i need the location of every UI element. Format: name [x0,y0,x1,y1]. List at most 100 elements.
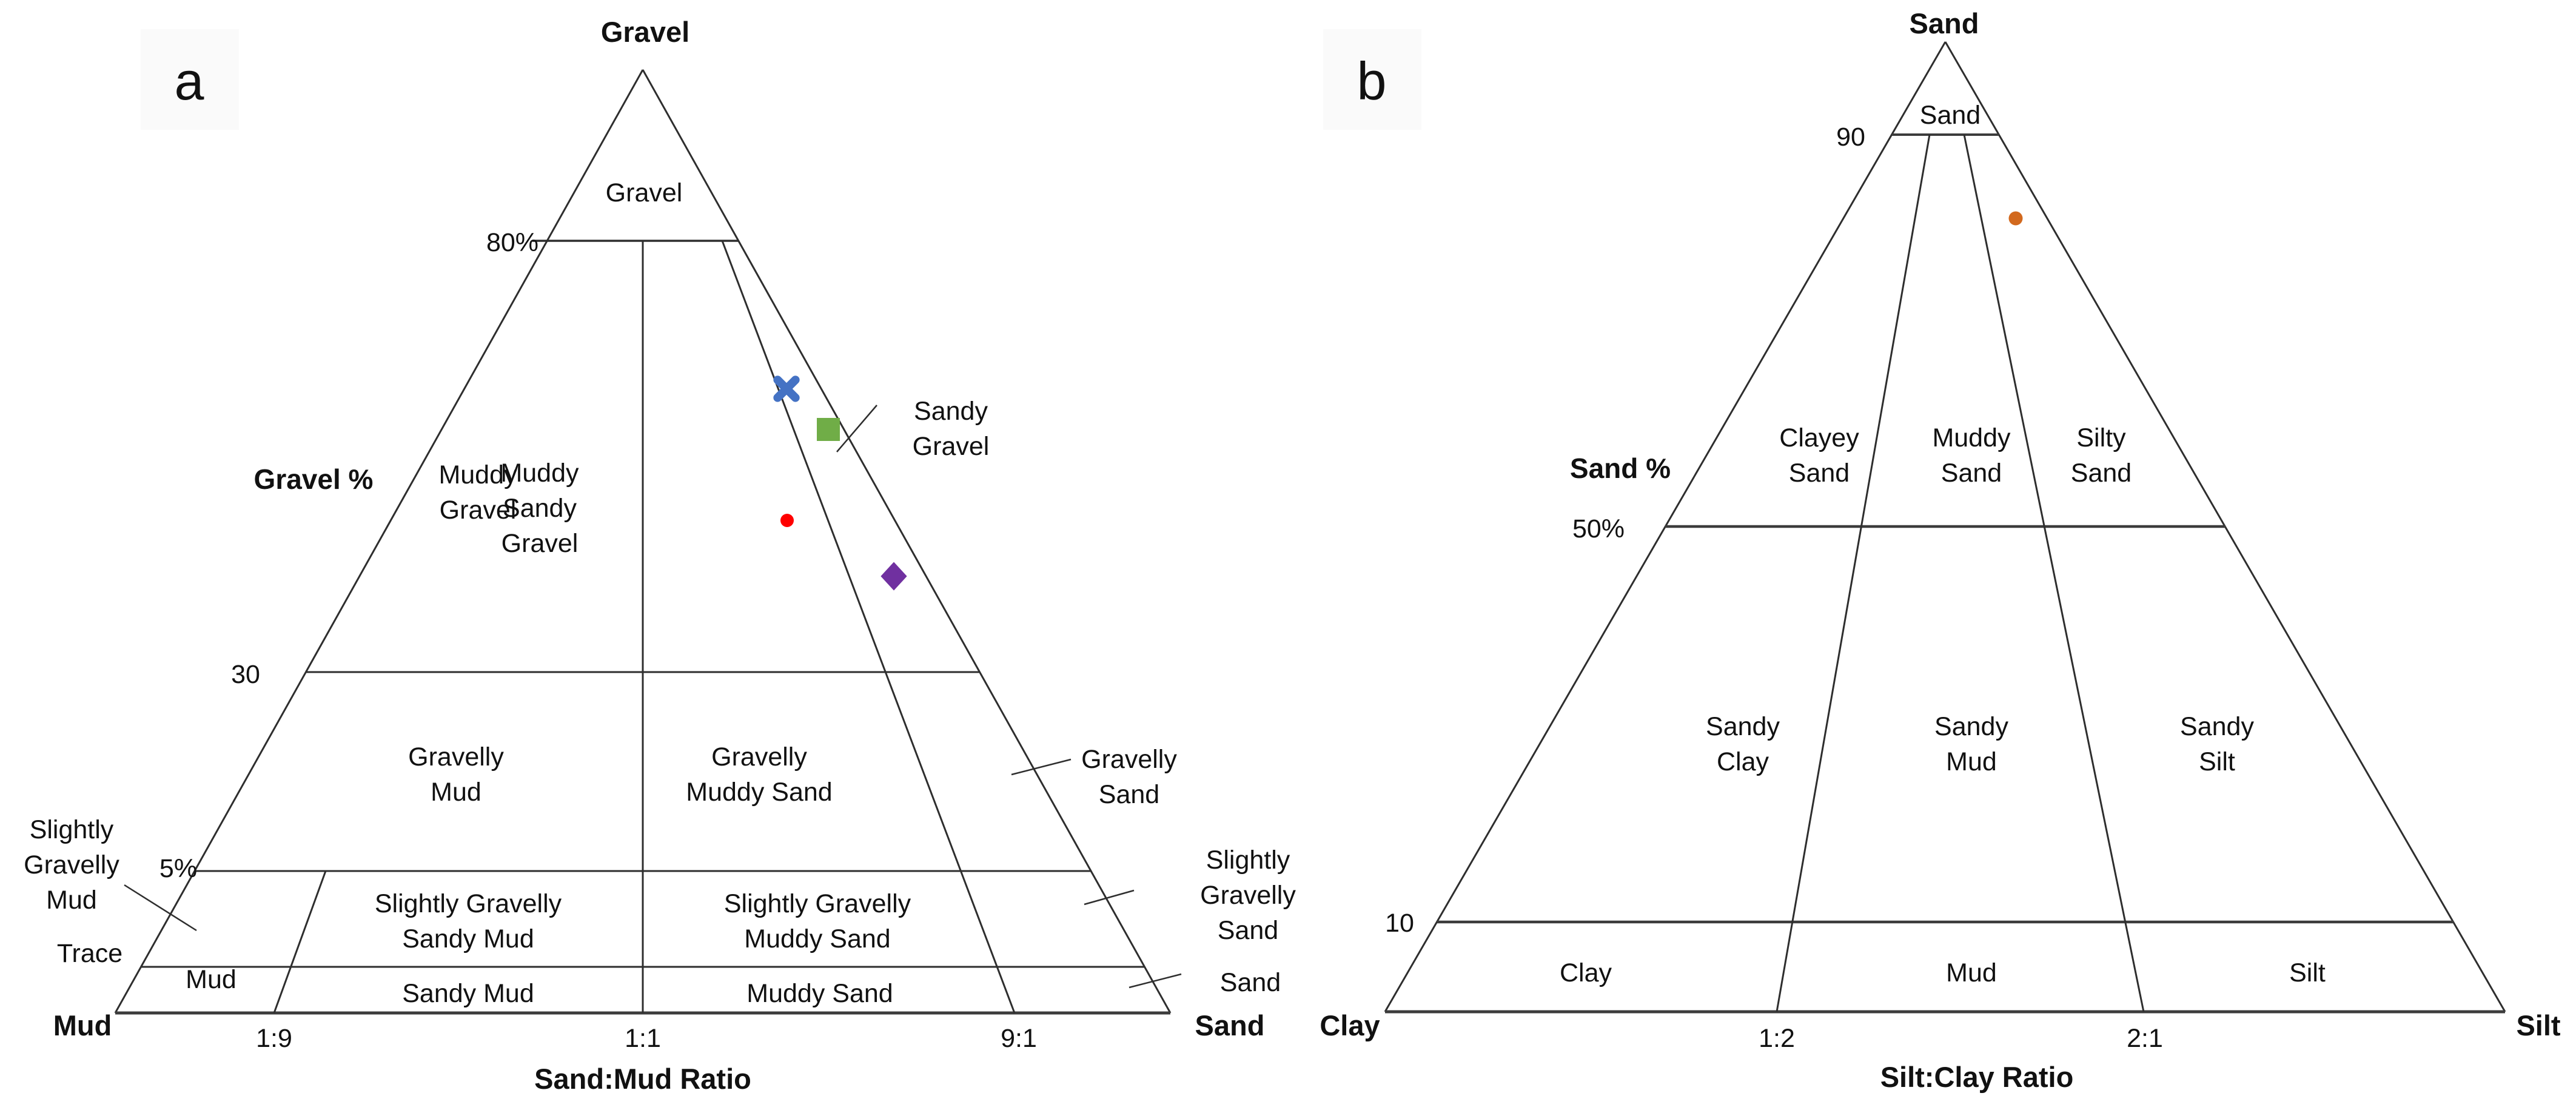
boundary-silt-clay-1-2 [1776,134,1931,1012]
vertex-label-clay: Clay [1320,1009,1380,1041]
tick-gravelly-sand [1011,758,1072,776]
boundary-sand-mud-1-9 [273,870,327,1014]
axis-label-gravel-pct-line-0: Gravel % [254,463,374,495]
region-label-clayey-sand-line-0: Clayey [1779,423,1859,452]
tick-label-80pct-line-0: 80% [486,228,538,257]
tick-label-2-1-line-0: 2:1 [2127,1024,2163,1053]
panel-letter-box [1323,29,1421,130]
region-label-silty-sand-line-1: Sand [2071,459,2132,488]
region-label-slightly-gravelly-sand-line-1: Gravelly [1200,881,1296,910]
tick-label-50pct: 50% [1572,514,1625,543]
tick-label-2-1: 2:1 [2127,1024,2163,1053]
tick-label-90-line-0: 90 [1836,123,1865,152]
point-blue-x [773,375,800,402]
axis-label-sand-mud-ratio: Sand:Mud Ratio [534,1063,751,1095]
region-label-sandy-gravel-line-1: Gravel [913,432,990,461]
tick-label-1-2: 1:2 [1759,1024,1795,1053]
region-label-muddy-sand-line-1: Sand [1941,459,2002,488]
point-orange-circle [2008,211,2023,226]
region-label-gravelly-sand-line-1: Sand [1099,780,1159,809]
region-label-clay: Clay [1560,958,1612,987]
region-label-muddy-sand: Muddy Sand [746,979,893,1008]
region-label-gravel-line-0: Gravel [606,178,683,207]
tick-label-10-line-0: 10 [1385,909,1414,938]
region-label-sandy-silt-line-1: Silt [2199,747,2235,776]
region-label-muddy-sand-line-0: Muddy Sand [746,979,893,1008]
tick-label-30-line-0: 30 [231,660,260,689]
point-purple-diamond [880,562,907,591]
region-label-sand-line-0: Sand [1220,968,1281,997]
tick-label-trace: Trace [57,939,122,968]
tick-label-5pct-line-0: 5% [159,854,197,883]
region-label-slightly-gravelly-mud-line-1: Gravelly [24,850,119,880]
vertex-label-sand: Sand [1910,7,1979,39]
tick-label-1-1-line-0: 1:1 [625,1024,661,1053]
tick-label-1-1: 1:1 [625,1024,661,1053]
region-label-muddy-sandy-gravel-line-1: Sandy [503,494,577,523]
region-label-gravelly-muddy-sand-line-0: Gravelly [711,742,807,772]
region-label-mud: Mud [1946,958,1997,987]
vertex-label-silt-line-0: Silt [2516,1009,2560,1041]
region-label-slightly-gravelly-sand-line-2: Sand [1218,916,1278,945]
tick-label-9-1-line-0: 9:1 [1001,1024,1037,1053]
region-label-silty-sand-line-0: Silty [2076,423,2126,452]
region-label-sandy-clay-line-1: Clay [1717,747,1769,776]
region-label-sand: Sand [1920,101,1981,130]
tick-slightly-gravelly-sand [1084,889,1135,906]
edge-left [114,69,644,1014]
tick-label-trace-line-0: Trace [57,939,122,968]
tick-label-10: 10 [1385,909,1414,938]
tick-label-90: 90 [1836,123,1865,152]
edge-right [642,69,1172,1014]
vertex-label-mud: Mud [53,1009,112,1041]
vertex-label-sand: Sand [1195,1009,1265,1041]
axis-label-sand-pct: Sand % [1570,452,1671,484]
panel-letter-a: a [175,51,204,111]
boundary-sand-mud-9-1 [721,240,1016,1014]
leader-sandy-gravel [836,405,877,452]
tick-label-1-9: 1:9 [256,1024,292,1053]
boundary-silt-clay-2-1 [1963,134,2145,1012]
point-green-square [817,418,840,441]
region-label-sandy-clay-line-0: Sandy [1706,712,1780,741]
region-label-silt-line-0: Silt [2289,958,2326,987]
region-label-gravelly-mud-line-1: Mud [431,778,481,807]
region-label-gravel: Gravel [606,178,683,207]
region-label-muddy-gravel-line-1: Gravel [440,496,517,525]
axis-label-silt-clay-ratio: Silt:Clay Ratio [1880,1061,2074,1093]
region-label-gravelly-mud-line-0: Gravelly [408,742,504,772]
region-label-sandy-mud-line-0: Sandy [1934,712,2008,741]
tick-label-5pct: 5% [159,854,197,883]
region-label-mud-line-0: Mud [1946,958,1997,987]
region-label-slightly-gravelly-sandy-mud-line-1: Sandy Mud [402,924,534,954]
region-label-mud-line-0: Mud [186,965,236,994]
region-label-gravelly-sand-line-0: Gravelly [1081,745,1177,774]
axis-label-gravel-pct: Gravel % [254,463,374,495]
panel-letter-a-line-0: a [175,51,204,111]
vertex-label-sand-line-0: Sand [1910,7,1979,39]
region-label-muddy-sandy-gravel-line-2: Gravel [501,529,579,558]
region-label-sand: Sand [1220,968,1281,997]
axis-label-sand-pct-line-0: Sand % [1570,452,1671,484]
axis-label-sand-mud-ratio-line-0: Sand:Mud Ratio [534,1063,751,1095]
region-label-slightly-gravelly-mud-line-2: Mud [46,886,97,915]
region-label-slightly-gravelly-sandy-mud-line-0: Slightly Gravelly [375,889,562,918]
panel-letter-box [141,29,239,130]
tick-label-1-9-line-0: 1:9 [256,1024,292,1053]
panel-letter-b: b [1357,51,1387,111]
region-label-slightly-gravelly-muddy-sand-line-1: Muddy Sand [744,924,890,954]
tick-label-9-1: 9:1 [1001,1024,1037,1053]
